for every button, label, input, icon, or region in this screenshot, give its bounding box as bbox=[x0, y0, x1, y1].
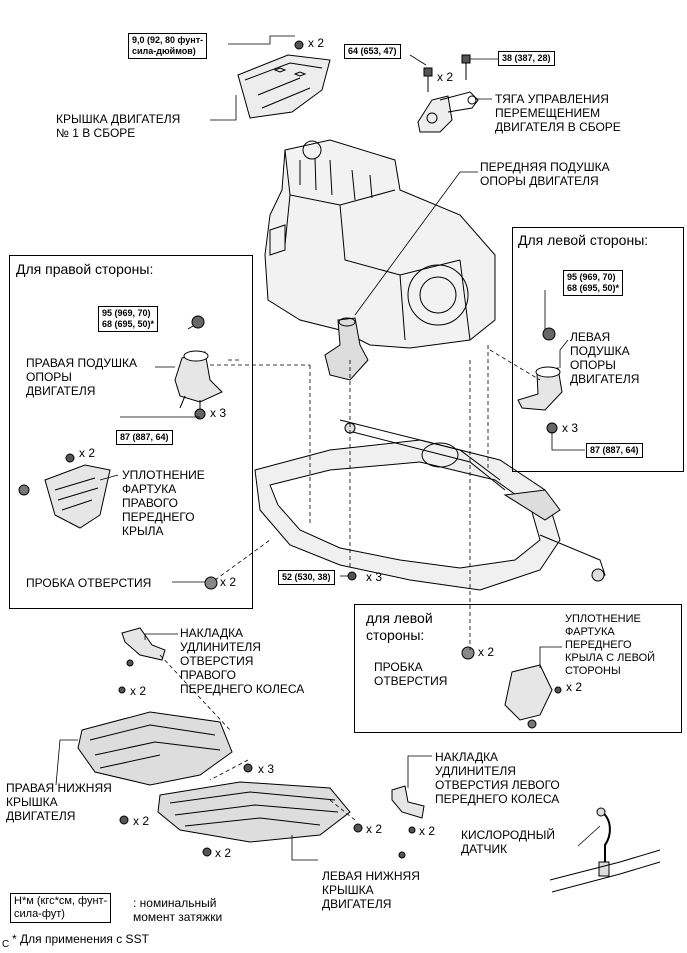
lh-wheel-cover-drawing bbox=[391, 785, 425, 819]
torque-frame-bolt: 52 (530, 38) bbox=[278, 570, 335, 585]
rh-under-cover-drawing bbox=[77, 711, 233, 786]
qty-lh-under-cover: x 2 bbox=[215, 846, 232, 860]
qty-under-cover-x3: x 3 bbox=[258, 762, 275, 776]
rh-mount-bolt-icon bbox=[194, 408, 206, 420]
qty-lh-mount-bolt: x 3 bbox=[562, 421, 579, 435]
left-side-lower-panel bbox=[354, 604, 682, 733]
left-mount-drawing bbox=[517, 366, 563, 411]
rh-seal-bolt-icon bbox=[18, 484, 30, 496]
rh-mount-nut-icon bbox=[191, 315, 205, 329]
label-lh-under-cover: ЛЕВАЯ НИЖНЯЯ КРЫШКА ДВИГАТЕЛЯ bbox=[322, 869, 420, 911]
torque-rod-bolt: 38 (387, 28) bbox=[498, 51, 555, 66]
rh-wheel-cover-drawing bbox=[121, 627, 166, 661]
rod-bracket-bolt-icon bbox=[423, 67, 433, 92]
rh-wheel-cover-screw-icon bbox=[118, 686, 126, 694]
right-mount-drawing bbox=[174, 350, 223, 412]
torque-lh-mount-bolt: 87 (887, 64) bbox=[586, 443, 643, 458]
label-engine-cover: КРЫШКА ДВИГАТЕЛЯ № 1 В СБОРЕ bbox=[56, 112, 181, 140]
frame-bolt-icon bbox=[347, 571, 357, 581]
rh-seal-clip-icon bbox=[65, 453, 75, 463]
label-rh-mount: ПРАВАЯ ПОДУШКА ОПОРЫ ДВИГАТЕЛЯ bbox=[26, 356, 138, 398]
left-side-lower-heading: для левой стороны: bbox=[366, 610, 433, 643]
torque-lh-mount-nut: 95 (969, 70) 68 (695, 50)* bbox=[563, 270, 624, 296]
label-rh-plug: ПРОБКА ОТВЕРСТИЯ bbox=[26, 576, 152, 590]
rh-wheel-cover-clip-icon bbox=[126, 659, 134, 667]
corner-mark: C bbox=[2, 939, 10, 950]
label-lh-seal: УПЛОТНЕНИЕ ФАРТУКА ПЕРЕДНЕГО КРЫЛА С ЛЕВ… bbox=[565, 613, 656, 677]
qty-rh-plug: x 2 bbox=[220, 575, 237, 589]
lh-under-cover-drawing bbox=[157, 781, 351, 843]
left-side-panel bbox=[512, 227, 684, 472]
label-control-rod: ТЯГА УПРАВЛЕНИЯ ПЕРЕМЕЩЕНИЕМ ДВИГАТЕЛЯ В… bbox=[495, 92, 621, 134]
rod-bolt-icon bbox=[461, 54, 471, 80]
label-o2-sensor: КИСЛОРОДНЫЙ ДАТЧИК bbox=[461, 828, 555, 856]
lh-mount-nut-icon bbox=[542, 327, 556, 341]
label-front-mount: ПЕРЕДНЯЯ ПОДУШКА ОПОРЫ ДВИГАТЕЛЯ bbox=[480, 160, 610, 188]
label-rh-wheel-cover: НАКЛАДКА УДЛИНИТЕЛЯ ОТВЕРСТИЯ ПРАВОГО ПЕ… bbox=[180, 626, 305, 696]
leader-lines bbox=[55, 35, 601, 861]
torque-rh-mount-bolt: 87 (887, 64) bbox=[116, 430, 173, 445]
torque-rh-mount-nut: 95 (969, 70) 68 (695, 50)* bbox=[98, 306, 159, 332]
alignment-lines bbox=[159, 345, 541, 821]
qty-rod-bracket: x 2 bbox=[437, 70, 454, 84]
rh-plug-icon bbox=[204, 576, 218, 590]
torque-cover-nut: 9,0 (92, 80 фунт- сила-дюймов) bbox=[128, 33, 208, 59]
torque-rod-bracket: 64 (653, 47) bbox=[344, 44, 401, 59]
qty-rh-seal-clip: x 2 bbox=[79, 446, 96, 460]
qty-cover-nut: x 2 bbox=[308, 36, 325, 50]
lh-wheel-cover-screw-icon bbox=[398, 851, 406, 859]
lh-plug-icon bbox=[461, 646, 475, 660]
label-lh-plug: ПРОБКА ОТВЕРСТИЯ bbox=[374, 660, 448, 688]
qty-rh-wheel-cover: x 2 bbox=[130, 684, 147, 698]
label-rh-seal: УПЛОТНЕНИЕ ФАРТУКА ПРАВОГО ПЕРЕДНЕГО КРЫ… bbox=[122, 468, 205, 538]
qty-lh-plug: x 2 bbox=[478, 645, 495, 659]
front-mount-drawing bbox=[324, 317, 369, 381]
qty-rh-under-cover: x 2 bbox=[133, 814, 150, 828]
under-cover-bolt-x3-icon bbox=[243, 763, 253, 773]
control-rod-drawing bbox=[417, 91, 479, 133]
qty-lh-wheel-cover: x 2 bbox=[419, 824, 436, 838]
label-lh-mount: ЛЕВАЯ ПОДУШКА ОПОРЫ ДВИГАТЕЛЯ bbox=[570, 330, 640, 386]
legend-unit-box: Н*м (кгс*см, фунт- сила-фут) bbox=[10, 893, 112, 923]
left-side-heading: Для левой стороны: bbox=[518, 232, 649, 248]
lh-wheel-cover-clip-icon bbox=[408, 826, 416, 834]
label-rh-under-cover: ПРАВАЯ НИЖНЯЯ КРЫШКА ДВИГАТЕЛЯ bbox=[6, 781, 112, 823]
engine-drawing bbox=[264, 139, 496, 349]
legend-footnote: * Для применения с SST bbox=[12, 932, 149, 946]
qty-lh-under-cover-clip: x 2 bbox=[366, 822, 383, 836]
qty-rh-mount-bolt: x 3 bbox=[210, 406, 227, 420]
right-side-heading: Для правой стороны: bbox=[16, 261, 154, 277]
rh-under-cover-bolt-icon bbox=[119, 815, 129, 825]
cover-nut-icon bbox=[294, 40, 304, 50]
o2-sensor-drawing bbox=[549, 807, 661, 893]
rh-seal-drawing bbox=[44, 464, 111, 529]
qty-frame-bolt: x 3 bbox=[366, 570, 383, 584]
label-lh-wheel-cover: НАКЛАДКА УДЛИНИТЕЛЯ ОТВЕРСТИЯ ЛЕВОГО ПЕР… bbox=[435, 750, 560, 806]
lh-under-cover-clip-icon bbox=[353, 823, 363, 833]
right-side-panel bbox=[9, 255, 253, 609]
engine-cover-drawing bbox=[237, 54, 331, 119]
lh-seal-bolt-icon bbox=[527, 719, 537, 729]
lh-under-cover-bolt-icon bbox=[202, 847, 212, 857]
lh-seal-clip-icon bbox=[554, 686, 562, 694]
qty-lh-seal-clip: x 2 bbox=[566, 680, 583, 694]
subframe-drawing bbox=[254, 419, 606, 591]
legend-unit-description: : номинальный момент затяжки bbox=[133, 896, 223, 924]
